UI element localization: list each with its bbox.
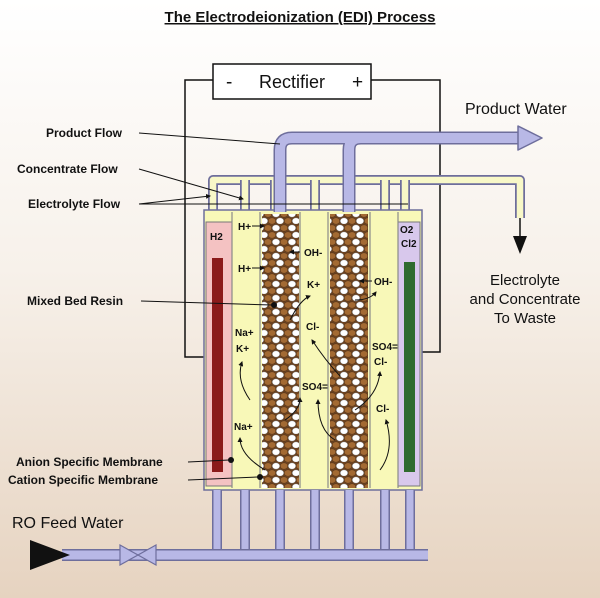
- ion-k-plus: K+: [236, 344, 249, 355]
- rectifier-wiring: [184, 79, 441, 358]
- rectifier-plus: +: [352, 72, 363, 93]
- ion-cl-minus: Cl-: [374, 357, 387, 368]
- svg-text:O2: O2: [400, 225, 414, 236]
- product-water-label: Product Water: [465, 101, 567, 118]
- ion-so4: SO4=: [372, 342, 398, 353]
- ion-na-plus: Na+: [234, 422, 253, 433]
- rectifier-minus: -: [226, 72, 232, 93]
- ion-cl-minus: Cl-: [376, 404, 389, 415]
- resin-bed-right: [330, 214, 368, 488]
- svg-text:Cl2: Cl2: [401, 239, 417, 250]
- resin-bed-left: [262, 214, 299, 488]
- cathode-gas-label: H2: [210, 232, 223, 243]
- rectifier-label: Rectifier: [259, 72, 325, 92]
- ion-oh-minus: OH-: [374, 277, 392, 288]
- waste-label-line3: To Waste: [494, 310, 556, 327]
- anode-gas-labels: O2 Cl2: [400, 225, 417, 250]
- ion-h-plus: H+: [238, 264, 251, 275]
- mixed-bed-resin-label: Mixed Bed Resin: [27, 294, 123, 308]
- output-labels: Product Water Electrolyte and Concentrat…: [465, 101, 580, 327]
- feed-pipes: [62, 490, 428, 561]
- ion-labels: H+ H+ OH- OH- K+ Na+ K+ Na+ Cl- SO4= SO4…: [234, 222, 398, 433]
- svg-text:H2: H2: [210, 232, 223, 243]
- electrolyte-flow-label: Electrolyte Flow: [28, 197, 121, 211]
- callouts: Product Flow Concentrate Flow Electrolyt…: [8, 126, 408, 532]
- anode-electrode: [404, 262, 415, 472]
- waste-label-line2: and Concentrate: [470, 291, 581, 308]
- product-flow-label: Product Flow: [46, 126, 123, 140]
- product-pipe: [273, 125, 543, 212]
- ion-oh-minus: OH-: [304, 248, 322, 259]
- membranes: [231, 212, 399, 488]
- rectifier-box: - Rectifier +: [212, 63, 372, 100]
- ion-cl-minus: Cl-: [306, 322, 319, 333]
- ion-arrows: [237, 223, 390, 471]
- concentrate-flow-label: Concentrate Flow: [17, 162, 118, 176]
- ion-k-plus: K+: [307, 280, 320, 291]
- ion-na-plus: Na+: [235, 328, 254, 339]
- page-title: The Electrodeionization (EDI) Process: [165, 9, 436, 26]
- feed-arrow: [30, 540, 70, 570]
- ion-so4: SO4=: [302, 382, 328, 393]
- cation-membrane-label: Cation Specific Membrane: [8, 473, 158, 487]
- ion-h-plus: H+: [238, 222, 251, 233]
- cathode-electrode: [212, 258, 223, 472]
- ro-feed-water-label: RO Feed Water: [12, 515, 124, 532]
- feed-valve: [119, 543, 157, 567]
- anion-membrane-label: Anion Specific Membrane: [16, 455, 163, 469]
- waste-label-line1: Electrolyte: [490, 272, 560, 289]
